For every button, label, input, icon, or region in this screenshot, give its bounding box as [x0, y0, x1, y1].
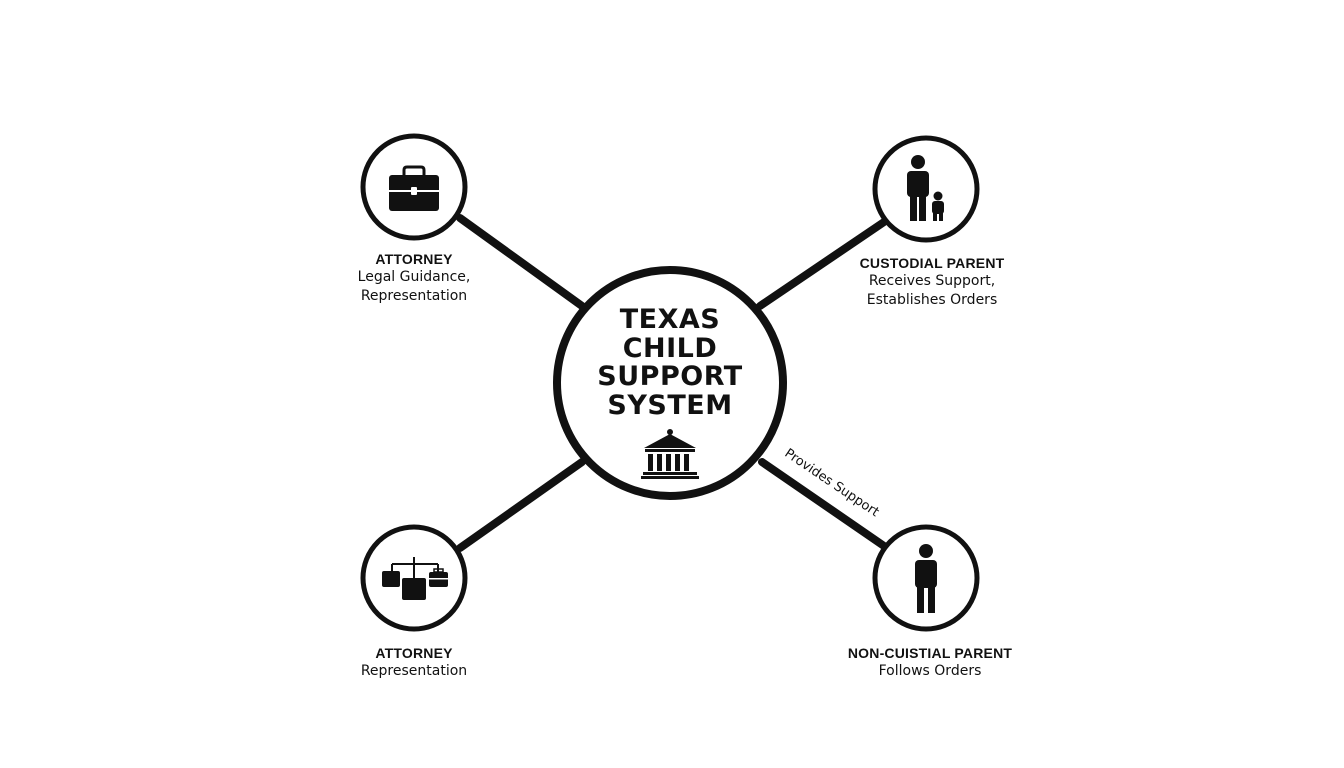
node-description: Representation [360, 288, 468, 304]
briefcase-icon [389, 165, 439, 211]
node-description: Establishes Orders [866, 292, 998, 308]
connector-attorney-bottom [456, 458, 586, 552]
node-description: Legal Guidance, [357, 269, 471, 285]
attorney-bottom-label: ATTORNEY Representation [361, 644, 467, 681]
non-custodial-parent-label: NON-CUISTIAL PARENT Follows Orders [848, 644, 1012, 681]
courthouse-icon [641, 429, 699, 479]
node-title: ATTORNEY [375, 251, 453, 267]
connector-attorney-top [456, 214, 586, 310]
center-node [553, 266, 787, 500]
center-title-line: TEXAS [619, 304, 721, 335]
custodial-parent-label: CUSTODIAL PARENT Receives Support, Estab… [860, 254, 1005, 310]
node-title: NON-CUISTIAL PARENT [847, 645, 1013, 661]
center-title-line: SUPPORT [597, 361, 743, 392]
center-title: TEXAS CHILD SUPPORT SYSTEM [570, 304, 770, 421]
connector-custodial-parent [756, 218, 888, 310]
org-chart-icon [382, 557, 448, 600]
connector-non-custodial-parent [758, 458, 888, 550]
parent-child-icon [907, 155, 944, 221]
node-title: ATTORNEY [375, 645, 453, 661]
node-title: CUSTODIAL PARENT [859, 255, 1005, 271]
node-description: Receives Support, [868, 273, 996, 289]
attorney-top-label: ATTORNEY Legal Guidance, Representation [358, 250, 471, 306]
person-icon [915, 544, 937, 613]
node-description: Follows Orders [878, 663, 982, 679]
center-title-line: CHILD [622, 332, 718, 364]
node-description: Representation [360, 663, 468, 679]
center-title-line: SYSTEM [607, 389, 733, 421]
